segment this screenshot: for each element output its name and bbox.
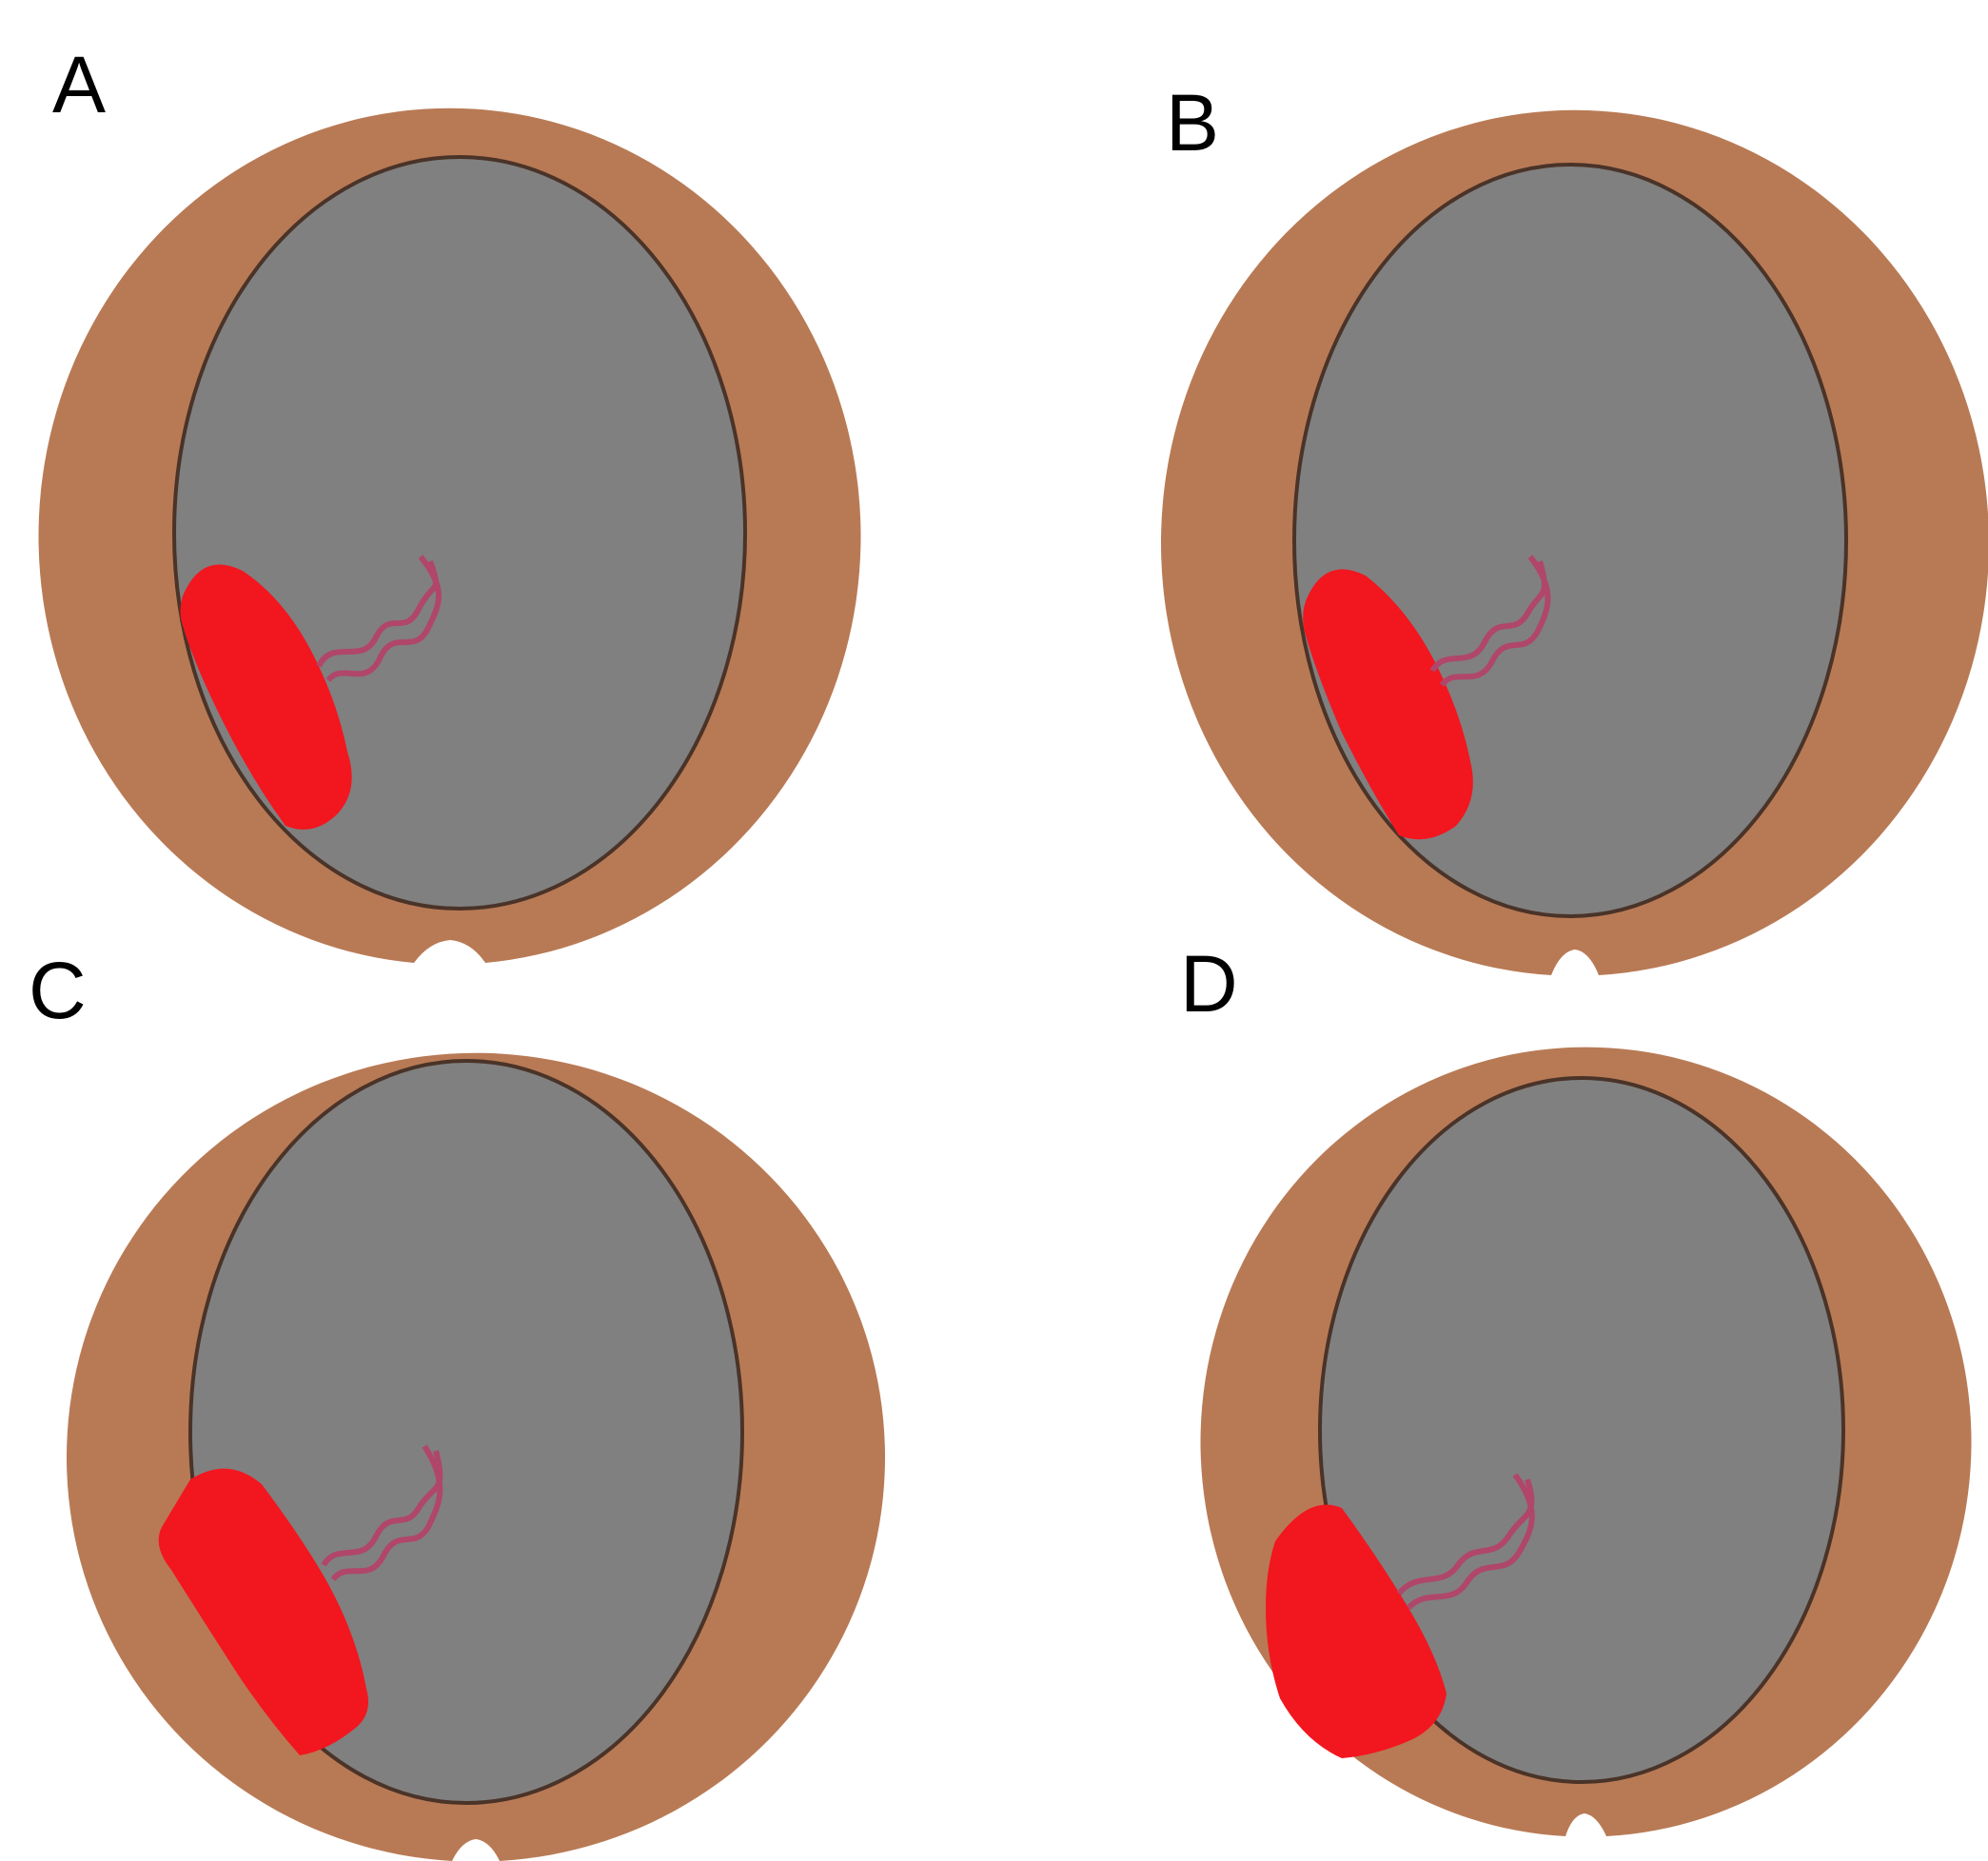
cross-section-d [1201, 1048, 1972, 1836]
panel-c: C [29, 946, 885, 1861]
panel-label-a: A [52, 40, 106, 129]
inner-chamber [174, 157, 745, 909]
cross-section-c [67, 1053, 885, 1861]
panel-label-b: B [1166, 78, 1219, 167]
panel-a: A [39, 40, 861, 963]
cross-section-b [1161, 110, 1988, 975]
panel-b: B [1161, 78, 1988, 975]
panel-label-c: C [29, 946, 87, 1035]
panel-d: D [1180, 939, 1971, 1836]
panel-label-d: D [1180, 939, 1238, 1028]
inner-chamber [1294, 165, 1846, 916]
cross-section-a [39, 108, 861, 963]
